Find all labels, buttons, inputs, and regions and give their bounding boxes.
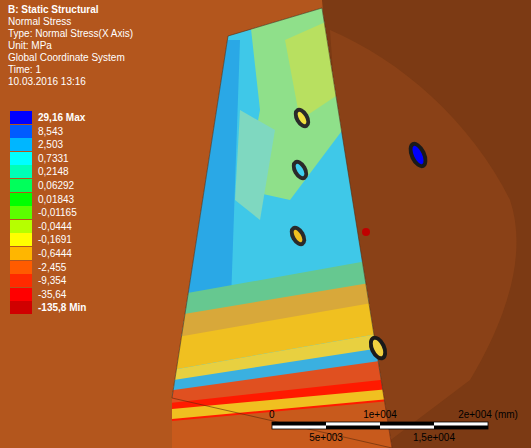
coordinate-system: Global Coordinate System xyxy=(8,52,125,64)
legend-label: -0,0444 xyxy=(38,220,72,233)
legend-label: 2,503 xyxy=(38,138,63,151)
legend-swatch xyxy=(10,152,32,165)
legend-label: 29,16 Max xyxy=(38,111,85,124)
legend-label: 0,2148 xyxy=(38,165,69,178)
legend-label: 0,01843 xyxy=(38,193,74,206)
time: Time: 1 xyxy=(8,64,41,76)
legend-swatch xyxy=(10,206,32,219)
scale-value: 1,5e+004 xyxy=(413,432,455,444)
legend-label: -0,1691 xyxy=(38,233,72,246)
legend-label: 0,7331 xyxy=(38,152,69,165)
legend-swatch xyxy=(10,261,32,274)
legend-swatch xyxy=(10,247,32,260)
legend-label: -0,01165 xyxy=(38,206,77,219)
legend-label: -35,64 xyxy=(38,288,66,301)
scale-value: 1e+004 xyxy=(363,409,397,421)
stress-type: Type: Normal Stress(X Axis) xyxy=(8,28,133,40)
legend-swatch xyxy=(10,125,32,138)
legend-label: -2,455 xyxy=(38,261,66,274)
legend-swatch xyxy=(10,220,32,233)
legend-swatch xyxy=(10,179,32,192)
legend-label: -0,6444 xyxy=(38,247,72,260)
plate-outline xyxy=(172,8,392,448)
legend-swatch xyxy=(10,274,32,287)
legend-swatch xyxy=(10,288,32,301)
scale-value: 2e+004 (mm) xyxy=(458,409,518,421)
bolt-holes xyxy=(286,105,431,363)
scale-value: 5e+003 xyxy=(309,432,343,444)
legend-swatch xyxy=(10,111,32,124)
scale-value: 0 xyxy=(269,409,275,421)
legend-swatch xyxy=(10,301,32,314)
plate-contours xyxy=(160,0,400,448)
result-type: Normal Stress xyxy=(8,16,71,28)
unit: Unit: MPa xyxy=(8,40,52,52)
result-title: B: Static Structural xyxy=(8,4,99,16)
legend-label: -135,8 Min xyxy=(38,301,86,314)
legend-swatch xyxy=(10,165,32,178)
legend-label: 0,06292 xyxy=(38,179,74,192)
legend-swatch xyxy=(10,138,32,151)
legend-swatch xyxy=(10,193,32,206)
legend-label: -9,354 xyxy=(38,274,66,287)
legend-swatch xyxy=(10,233,32,246)
timestamp: 10.03.2016 13:16 xyxy=(8,76,86,88)
legend-label: 8,543 xyxy=(38,125,63,138)
scale-bar xyxy=(272,422,488,429)
